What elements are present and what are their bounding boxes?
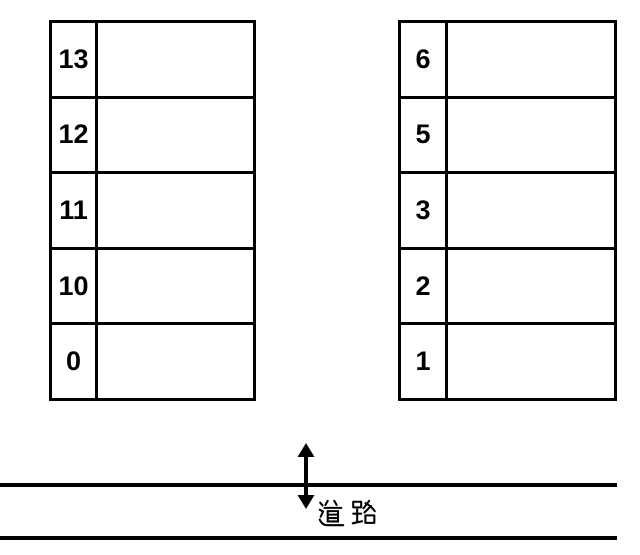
parking-row: 12 — [52, 95, 253, 172]
stall-area-cell — [448, 174, 614, 247]
parking-row: 6 — [401, 23, 614, 96]
stall-number-cell: 0 — [52, 325, 98, 398]
parking-row: 0 — [52, 322, 253, 398]
road-label: 道路 — [316, 498, 379, 528]
stall-area-cell — [448, 249, 614, 323]
stall-area-cell — [98, 249, 253, 323]
stall-number-cell: 11 — [52, 174, 98, 247]
road-edge-line-top — [0, 483, 617, 487]
double-arrow-icon — [295, 441, 317, 511]
stall-area-cell — [448, 325, 614, 398]
stall-number-cell: 12 — [52, 98, 98, 172]
stall-area-cell — [98, 325, 253, 398]
kanji-michi-glyph — [318, 499, 345, 527]
stall-area-cell — [98, 174, 253, 247]
stall-number-cell: 5 — [401, 98, 448, 172]
stall-area-cell — [98, 98, 253, 172]
left-parking-block: 13 12 11 10 0 — [49, 20, 256, 401]
stall-number-cell: 2 — [401, 249, 448, 323]
right-parking-block: 6 5 3 2 1 — [398, 20, 617, 401]
parking-row: 11 — [52, 171, 253, 247]
stall-area-cell — [448, 98, 614, 172]
parking-row: 13 — [52, 23, 253, 96]
parking-row: 3 — [401, 171, 614, 247]
stall-number-cell: 1 — [401, 325, 448, 398]
stall-area-cell — [98, 23, 253, 96]
stall-number-cell: 3 — [401, 174, 448, 247]
stall-number-cell: 6 — [401, 23, 448, 96]
parking-row: 10 — [52, 246, 253, 323]
road-edge-line-bottom — [0, 536, 617, 540]
stall-number-cell: 10 — [52, 249, 98, 323]
parking-row: 2 — [401, 246, 614, 323]
kanji-ro-glyph — [351, 499, 376, 525]
parking-row: 5 — [401, 95, 614, 172]
parking-row: 1 — [401, 322, 614, 398]
stall-area-cell — [448, 23, 614, 96]
stall-number-cell: 13 — [52, 23, 98, 96]
